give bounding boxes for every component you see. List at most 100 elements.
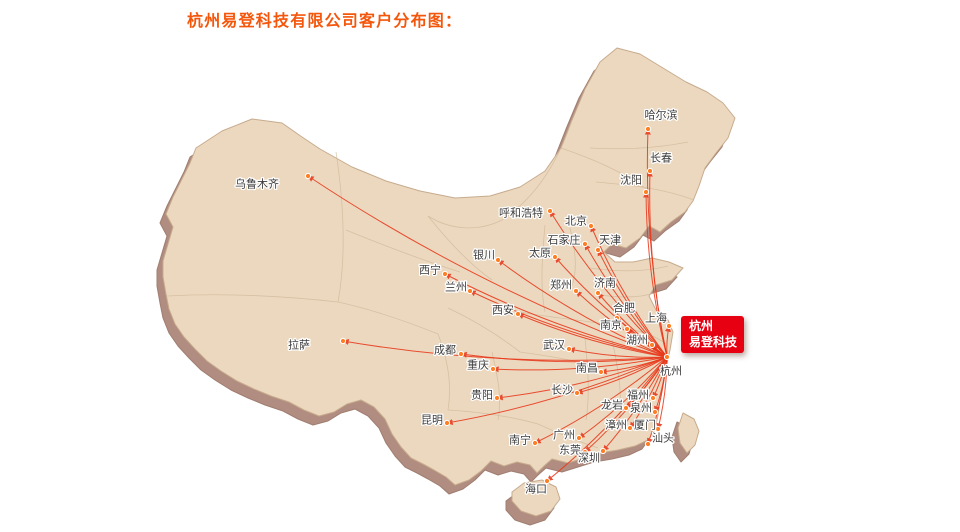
city-dot-西宁 (441, 270, 449, 278)
route-line-北京 (590, 225, 668, 358)
city-dot-南京 (623, 325, 631, 333)
city-label-长春: 长春 (650, 152, 672, 165)
city-dot-上海 (665, 322, 673, 330)
hub-badge-line2: 易登科技 (689, 334, 738, 349)
route-line-沈阳 (642, 191, 668, 358)
city-dot-南宁 (531, 439, 539, 447)
city-dot-呼和浩特 (546, 207, 554, 215)
city-label-兰州: 兰州 (445, 281, 467, 294)
city-dot-西安 (514, 310, 522, 318)
city-dot-银川 (494, 256, 502, 264)
route-line-深圳 (602, 356, 668, 452)
city-label-合肥: 合肥 (613, 301, 635, 315)
city-label-乌鲁木齐: 乌鲁木齐 (235, 177, 279, 191)
city-dot-乌鲁木齐 (304, 172, 312, 180)
city-label-湖州: 湖州 (626, 334, 648, 347)
city-label-南昌: 南昌 (576, 362, 598, 375)
page-title: 杭州易登科技有限公司客户分布图： (187, 11, 463, 30)
route-line-重庆 (492, 356, 668, 373)
city-dot-武汉 (565, 345, 573, 353)
city-dot-郑州 (572, 287, 580, 295)
city-dot-厦门 (654, 425, 662, 433)
city-dot-昆明 (443, 419, 451, 427)
city-dot-北京 (587, 222, 595, 230)
city-dot-沈阳 (642, 188, 650, 196)
route-line-长春 (646, 170, 668, 358)
city-label-福州: 福州 (627, 388, 649, 402)
city-label-重庆: 重庆 (467, 358, 489, 372)
city-dot-兰州 (466, 287, 474, 295)
city-label-西宁: 西宁 (419, 263, 441, 277)
route-line-西安 (517, 313, 668, 358)
city-label-拉萨: 拉萨 (288, 338, 310, 352)
route-line-漳州 (629, 356, 668, 429)
city-dot-福州 (649, 394, 657, 402)
route-line-贵阳 (496, 356, 668, 401)
city-label-西安: 西安 (492, 303, 514, 317)
city-label-济南: 济南 (594, 276, 616, 290)
city-dot-成都 (457, 350, 465, 358)
city-label-石家庄: 石家庄 (548, 233, 581, 247)
city-dot-合肥 (613, 314, 621, 322)
city-labels: 乌鲁木齐哈尔滨长春沈阳呼和浩特北京天津石家庄太原银川济南郑州西宁兰州合肥上海南京… (234, 106, 684, 497)
route-line-汕头 (646, 356, 668, 445)
city-dot-贵阳 (493, 394, 501, 402)
city-label-长沙: 长沙 (551, 384, 573, 397)
city-dot-海口 (543, 477, 551, 485)
city-dot-湖州 (648, 341, 656, 349)
taiwan-island (677, 412, 700, 454)
city-dots (304, 125, 673, 485)
city-dot-石家庄 (581, 240, 589, 248)
city-label-贵阳: 贵阳 (471, 389, 493, 402)
route-line-银川 (497, 259, 668, 358)
city-dot-龙岩 (622, 404, 630, 412)
city-dot-泉州 (651, 408, 659, 416)
city-dot-重庆 (489, 365, 497, 373)
city-label-银川: 银川 (473, 248, 495, 262)
city-label-龙岩: 龙岩 (601, 398, 623, 412)
hub-badge-line1: 杭州 (689, 318, 713, 333)
city-dot-南昌 (597, 368, 605, 376)
hub-badge: 杭州 易登科技 (681, 316, 744, 353)
city-label-漳州: 漳州 (605, 418, 627, 432)
city-dot-拉萨 (339, 337, 347, 345)
city-label-上海: 上海 (645, 311, 667, 325)
city-label-太原: 太原 (529, 247, 551, 260)
hub-badge-background (681, 316, 744, 353)
city-dot-汕头 (644, 440, 652, 448)
city-dot-东莞 (581, 448, 589, 456)
route-line-兰州 (469, 290, 668, 358)
city-label-汕头: 汕头 (652, 432, 674, 445)
city-label-东莞: 东莞 (559, 444, 581, 457)
route-line-呼和浩特 (549, 210, 668, 358)
city-label-哈尔滨: 哈尔滨 (645, 108, 678, 122)
route-line-厦门 (656, 356, 668, 430)
route-line-长沙 (576, 356, 668, 395)
route-line-南宁 (534, 356, 668, 444)
city-dot-太原 (551, 253, 559, 261)
city-label-海口: 海口 (525, 482, 547, 496)
city-dot-长春 (646, 167, 654, 175)
city-label-呼和浩特: 呼和浩特 (499, 206, 543, 220)
city-label-北京: 北京 (565, 214, 587, 228)
city-label-昆明: 昆明 (421, 414, 443, 427)
city-label-沈阳: 沈阳 (620, 173, 642, 187)
route-lines (307, 128, 671, 482)
city-label-郑州: 郑州 (550, 278, 572, 292)
city-label-杭州: 杭州 (660, 364, 682, 378)
city-label-成都: 成都 (434, 344, 456, 357)
hainan-island (511, 479, 561, 517)
route-line-昆明 (446, 356, 668, 426)
city-label-厦门: 厦门 (634, 418, 656, 432)
city-label-深圳: 深圳 (578, 452, 600, 465)
city-dot-长沙 (573, 389, 581, 397)
city-label-泉州: 泉州 (630, 401, 652, 415)
city-dot-哈尔滨 (644, 125, 652, 133)
route-line-成都 (460, 351, 668, 363)
route-line-西宁 (444, 273, 668, 358)
city-dot-漳州 (626, 424, 634, 432)
city-dot-深圳 (599, 447, 607, 455)
city-label-南京: 南京 (600, 318, 622, 332)
province-borders (166, 119, 695, 449)
